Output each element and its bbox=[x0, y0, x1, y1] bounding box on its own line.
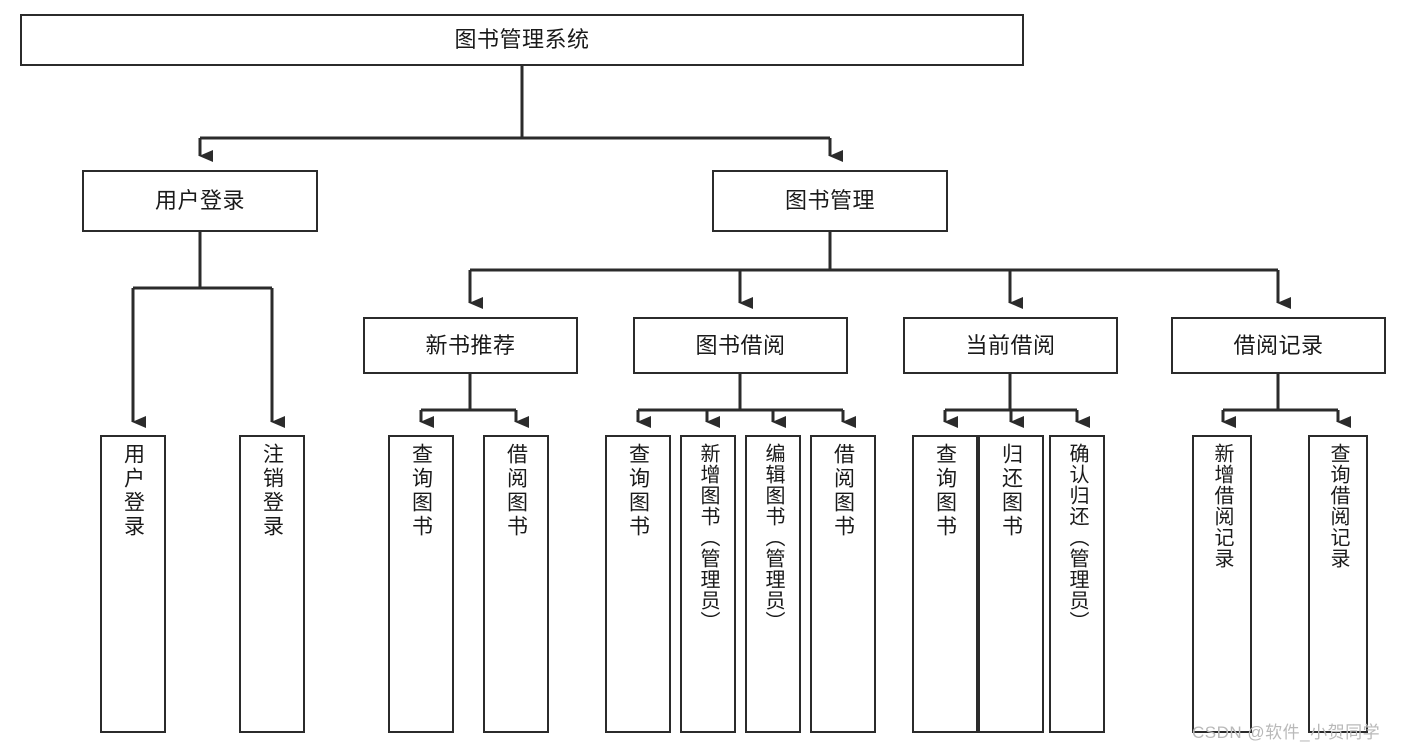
node-user-login[interactable]: 用户登录 bbox=[82, 170, 318, 232]
node-new-book-recommend[interactable]: 新书推荐 bbox=[363, 317, 578, 374]
node-book-management[interactable]: 图书管理 bbox=[712, 170, 948, 232]
node-label: 编辑图书（管理员） bbox=[762, 443, 784, 632]
node-label: 查询借阅记录 bbox=[1327, 443, 1349, 569]
node-current-borrow[interactable]: 当前借阅 bbox=[903, 317, 1118, 374]
node-label: 查询图书 bbox=[409, 443, 433, 539]
node-leaf-query-book-current[interactable]: 查询图书 bbox=[912, 435, 978, 733]
node-leaf-add-book-admin[interactable]: 新增图书（管理员） bbox=[680, 435, 736, 733]
node-leaf-query-book-recommend[interactable]: 查询图书 bbox=[388, 435, 454, 733]
node-leaf-borrow-book-borrow[interactable]: 借阅图书 bbox=[810, 435, 876, 733]
node-root-book-management-system[interactable]: 图书管理系统 bbox=[20, 14, 1024, 66]
node-label: 图书管理 bbox=[784, 188, 875, 214]
node-label: 当前借阅 bbox=[965, 332, 1056, 358]
node-leaf-user-login[interactable]: 用户登录 bbox=[100, 435, 166, 733]
node-leaf-logout-login[interactable]: 注销登录 bbox=[239, 435, 305, 733]
node-label: 新增图书（管理员） bbox=[697, 443, 719, 632]
node-borrow-record[interactable]: 借阅记录 bbox=[1171, 317, 1386, 374]
node-label: 注销登录 bbox=[260, 443, 284, 539]
node-label: 借阅图书 bbox=[504, 443, 528, 539]
node-leaf-borrow-book-recommend[interactable]: 借阅图书 bbox=[483, 435, 549, 733]
node-leaf-query-book-borrow[interactable]: 查询图书 bbox=[605, 435, 671, 733]
node-label: 归还图书 bbox=[999, 443, 1023, 539]
node-label: 借阅记录 bbox=[1233, 332, 1324, 358]
node-leaf-edit-book-admin[interactable]: 编辑图书（管理员） bbox=[745, 435, 801, 733]
node-label: 查询图书 bbox=[626, 443, 650, 539]
node-label: 用户登录 bbox=[121, 443, 145, 539]
node-label: 新增借阅记录 bbox=[1211, 443, 1233, 569]
node-label: 新书推荐 bbox=[425, 332, 516, 358]
node-leaf-return-book[interactable]: 归还图书 bbox=[978, 435, 1044, 733]
node-label: 借阅图书 bbox=[831, 443, 855, 539]
node-leaf-confirm-return-admin[interactable]: 确认归还（管理员） bbox=[1049, 435, 1105, 733]
node-label: 查询图书 bbox=[933, 443, 957, 539]
node-label: 用户登录 bbox=[154, 188, 245, 214]
node-leaf-query-borrow-record[interactable]: 查询借阅记录 bbox=[1308, 435, 1368, 733]
node-label: 确认归还（管理员） bbox=[1066, 443, 1088, 632]
node-leaf-add-borrow-record[interactable]: 新增借阅记录 bbox=[1192, 435, 1252, 733]
node-book-borrow[interactable]: 图书借阅 bbox=[633, 317, 848, 374]
node-label: 图书管理系统 bbox=[454, 27, 590, 53]
node-label: 图书借阅 bbox=[695, 332, 786, 358]
